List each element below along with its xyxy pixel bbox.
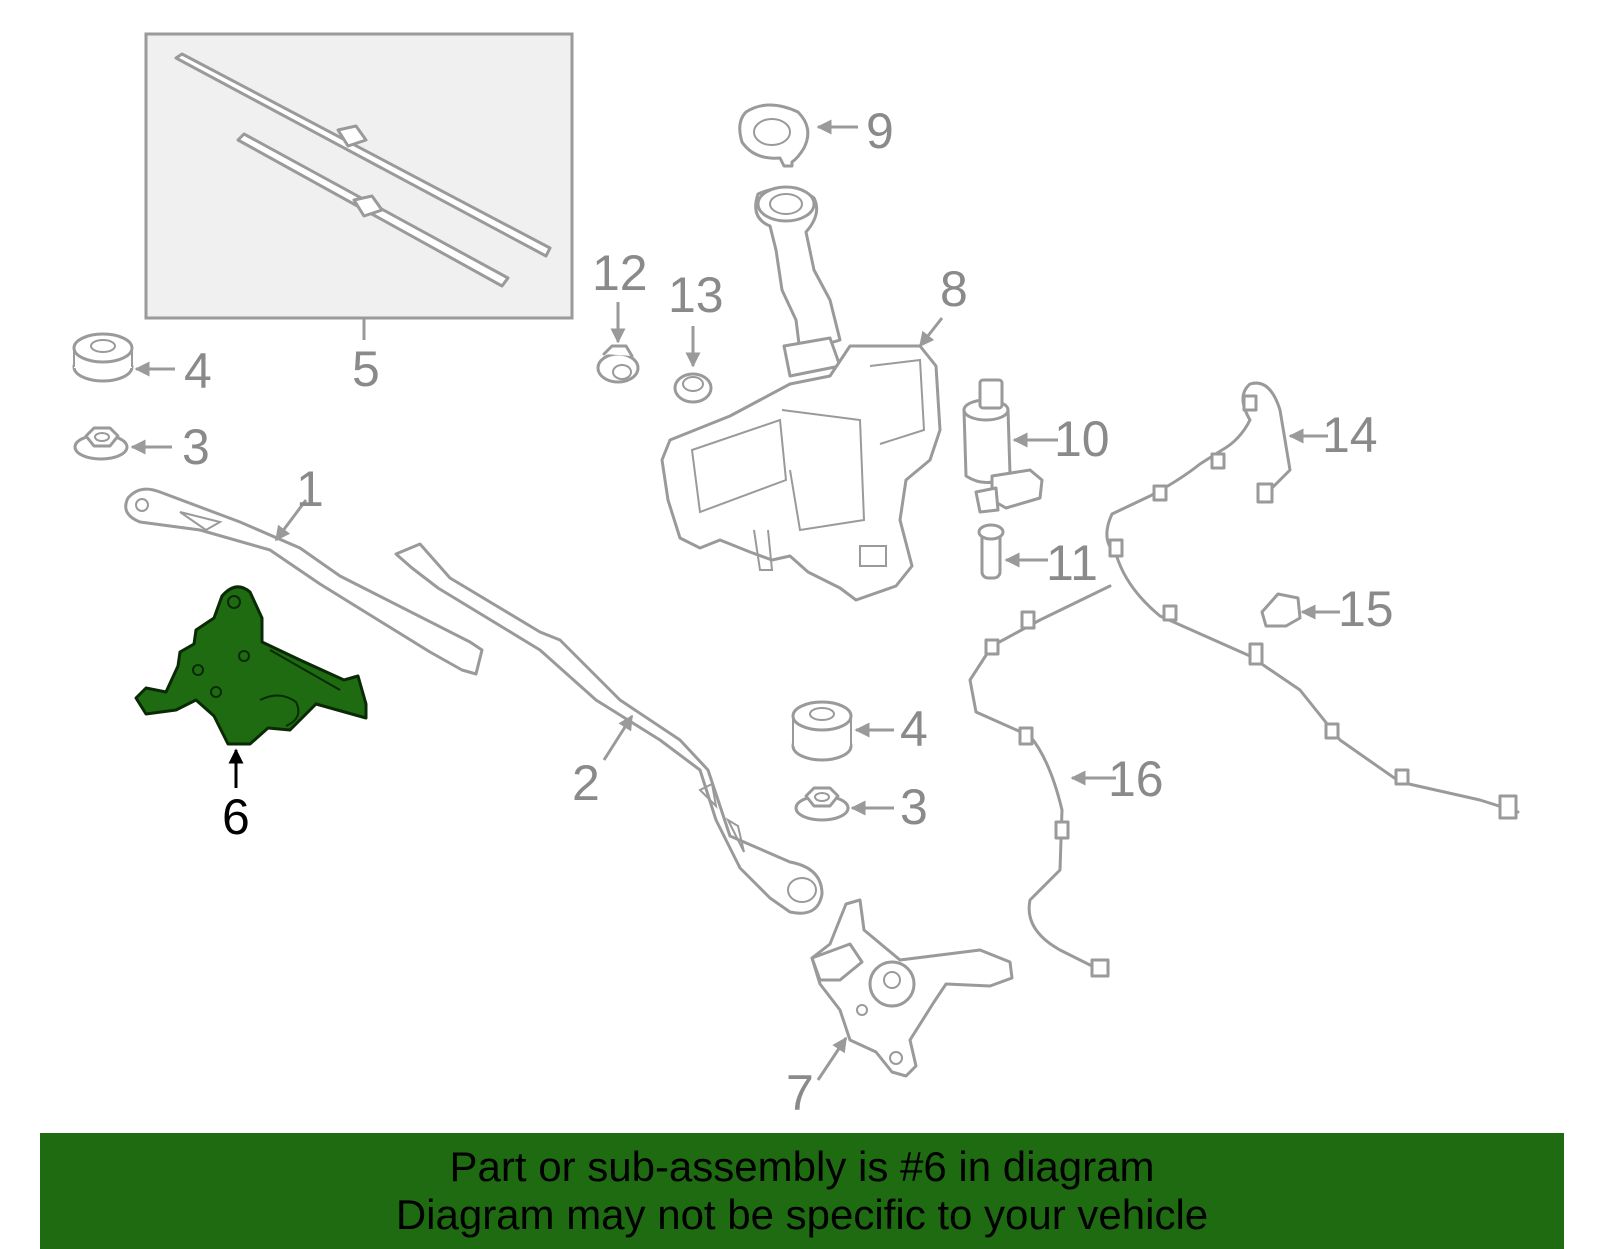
washer-pump-part-10	[962, 378, 1058, 514]
callout-11: 11	[1046, 535, 1098, 591]
banner-line-1: Part or sub-assembly is #6 in diagram	[449, 1143, 1155, 1190]
callout-10: 10	[1054, 411, 1110, 467]
callout-12: 12	[592, 245, 648, 301]
clip-part-12	[596, 302, 640, 384]
callout-8: 8	[940, 261, 968, 317]
filler-cap-seal-part-9	[738, 103, 858, 168]
pump-seal-part-11	[977, 523, 1048, 580]
wiper-blade-set-part-5	[144, 32, 574, 340]
callout-4-lower: 4	[900, 701, 928, 757]
callout-2: 2	[572, 755, 600, 811]
callout-4-upper: 4	[184, 343, 212, 399]
nut-part-3-upper	[73, 426, 172, 461]
part-info-banner: Part or sub-assembly is #6 in diagram Di…	[40, 1133, 1564, 1249]
washer-hose-part-16	[968, 584, 1116, 978]
callout-14: 14	[1322, 407, 1378, 463]
callout-3-lower: 3	[900, 779, 928, 835]
washer-reservoir-part-8	[660, 185, 944, 602]
callout-9: 9	[866, 103, 894, 159]
rear-wiper-motor-part-7	[810, 898, 1014, 1081]
nut-part-3-lower	[794, 786, 894, 822]
callout-1: 1	[296, 461, 324, 517]
plug-part-13	[673, 326, 713, 404]
callout-7: 7	[786, 1065, 814, 1121]
callout-13: 13	[668, 267, 724, 323]
banner-line-2: Diagram may not be specific to your vehi…	[395, 1191, 1209, 1238]
grommet-part-4-upper	[72, 332, 175, 383]
wiper-arm-part-1	[124, 487, 484, 676]
callout-15: 15	[1338, 581, 1394, 637]
washer-hose-part-14	[1105, 381, 1520, 820]
callout-6: 6	[222, 789, 250, 845]
washer-nozzle-part-15	[1260, 592, 1340, 628]
wiper-arm-part-2	[394, 542, 824, 915]
wiper-motor-bracket-part-6-highlighted	[134, 585, 368, 788]
callout-16: 16	[1108, 751, 1164, 807]
callout-3-upper: 3	[182, 419, 210, 475]
grommet-part-4-lower	[791, 700, 894, 762]
callout-5: 5	[352, 341, 380, 397]
